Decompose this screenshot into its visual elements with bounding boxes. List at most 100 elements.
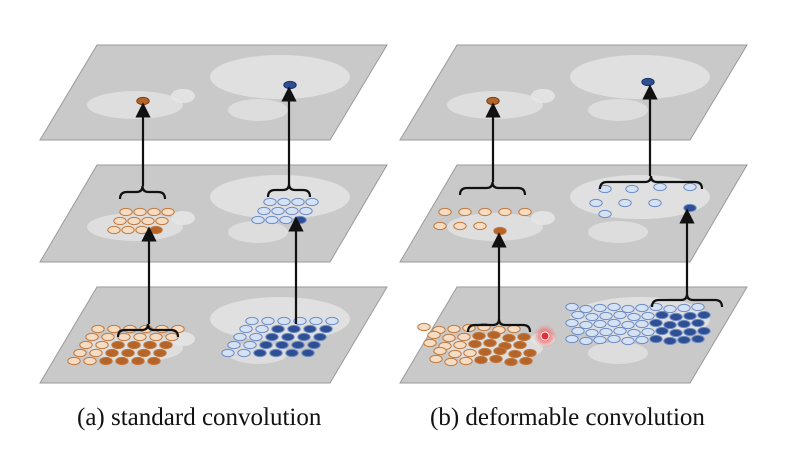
sampling-point-orange-center	[493, 226, 507, 236]
sampling-point-blue	[285, 206, 299, 216]
sampling-point-orange-dark	[519, 356, 533, 366]
sampling-point-orange-dark	[483, 338, 497, 348]
sampling-point-orange-light	[101, 332, 115, 342]
highlight-point	[540, 331, 550, 341]
standard-convolution-top-plane	[39, 44, 388, 141]
sampling-point-blue-dark	[265, 332, 279, 342]
sampling-point-blue-dark	[259, 340, 273, 350]
activation-unit-orange	[486, 96, 500, 106]
sampling-point-blue-light	[635, 335, 649, 345]
deformable-convolution-middle-plane	[399, 164, 748, 263]
sampling-point-blue-light	[635, 303, 649, 313]
sampling-point-blue-light	[621, 336, 635, 346]
sampling-point-blue-light	[663, 304, 677, 314]
sampling-point-blue-light	[641, 327, 655, 337]
lamb-silhouette	[447, 91, 543, 119]
sampling-point-blue-light	[565, 318, 579, 328]
lamb-head-silhouette	[171, 211, 195, 225]
sampling-point-blue-light	[565, 302, 579, 312]
sampling-point-blue-light	[239, 324, 253, 334]
small-lamb-silhouette	[228, 221, 288, 243]
sampling-point-orange-light	[165, 332, 179, 342]
sampling-point-orange-light	[83, 356, 97, 366]
sampling-point-orange	[121, 225, 135, 235]
sampling-point-blue	[263, 197, 277, 207]
sampling-point-orange-light	[171, 324, 185, 334]
sampling-point-orange-light	[442, 333, 456, 343]
sampling-point-blue	[251, 215, 265, 225]
sampling-point-blue-dark	[275, 340, 289, 350]
sheep-silhouette	[570, 55, 710, 99]
sampling-point-blue-dark	[313, 332, 327, 342]
sampling-point-blue-light	[571, 310, 585, 320]
sampling-point-orange-dark	[137, 348, 151, 358]
sampling-point-blue-light	[635, 319, 649, 329]
sampling-point-orange-light	[67, 356, 81, 366]
sampling-point-orange-dark	[508, 349, 522, 359]
sampling-point-blue-light	[243, 340, 257, 350]
sampling-point-blue-dark	[303, 324, 317, 334]
sampling-point-orange-light	[433, 346, 447, 356]
sampling-point-orange-dark	[513, 340, 527, 350]
sampling-point-blue-light	[571, 326, 585, 336]
sampling-point-blue-light	[325, 316, 339, 326]
activation-unit-blue	[283, 80, 297, 90]
sampling-point-orange	[518, 207, 532, 217]
sampling-point-blue-light	[585, 312, 599, 322]
plane-surface	[399, 44, 748, 141]
sampling-point-blue-dark	[291, 340, 305, 350]
sampling-point-orange-light	[133, 332, 147, 342]
sampling-point-orange	[498, 207, 512, 217]
sampling-point-orange-light	[85, 332, 99, 342]
sampling-point-blue-dark	[677, 335, 691, 345]
sampling-point-orange	[133, 207, 147, 217]
sampling-point-blue-dark	[285, 348, 299, 358]
sampling-point-blue-light	[691, 302, 705, 312]
sampling-point-blue-dark	[683, 311, 697, 321]
caption-deformable-convolution: (b) deformable convolution	[430, 404, 705, 431]
sampling-point-blue-light	[613, 326, 627, 336]
sampling-point-blue-dark	[697, 310, 711, 320]
sampling-point-blue-dark	[677, 319, 691, 329]
sampling-point-blue	[305, 197, 319, 207]
sampling-point-blue	[589, 198, 603, 208]
sampling-point-orange	[113, 216, 127, 226]
sampling-point-orange-dark	[468, 339, 482, 349]
sampling-point-blue	[265, 215, 279, 225]
sampling-point-orange-light	[507, 324, 521, 334]
sampling-point-orange-light	[448, 349, 462, 359]
caption-standard-convolution: (a) standard convolution	[77, 404, 322, 431]
sampling-point-blue-dark	[691, 334, 705, 344]
sampling-point-orange-light	[447, 324, 461, 334]
sampling-point-blue-light	[599, 327, 613, 337]
lamb-silhouette	[447, 213, 543, 241]
sampling-point-orange	[141, 216, 155, 226]
sampling-point-orange-light	[423, 338, 437, 348]
sampling-point-blue-center	[683, 203, 697, 213]
sampling-point-blue-light	[599, 311, 613, 321]
sampling-point-orange-light	[89, 348, 103, 358]
sampling-point-blue	[257, 206, 271, 216]
sampling-point-orange	[458, 207, 472, 217]
sampling-point-orange-light	[149, 332, 163, 342]
sampling-point-orange	[478, 207, 492, 217]
sampling-point-blue-dark	[663, 336, 677, 346]
sampling-point-orange	[119, 207, 133, 217]
sampling-point-blue-light	[593, 335, 607, 345]
sampling-point-orange-dark	[489, 354, 503, 364]
sampling-point-blue-dark	[655, 326, 669, 336]
sampling-point-blue-dark	[655, 310, 669, 320]
sampling-point-blue-light	[579, 320, 593, 330]
sampling-point-orange-dark	[493, 346, 507, 356]
sampling-point-blue-light	[607, 334, 621, 344]
sampling-point-blue-dark	[271, 324, 285, 334]
small-lamb-silhouette	[588, 342, 648, 364]
sampling-point-orange-light	[79, 340, 93, 350]
sampling-point-orange-light	[73, 348, 87, 358]
sheep-silhouette	[210, 175, 350, 219]
sampling-point-orange	[147, 207, 161, 217]
sampling-point-blue-dark	[669, 328, 683, 338]
sampling-point-blue-light	[613, 310, 627, 320]
sampling-point-orange-light	[444, 357, 458, 367]
sampling-point-orange-dark	[523, 348, 537, 358]
